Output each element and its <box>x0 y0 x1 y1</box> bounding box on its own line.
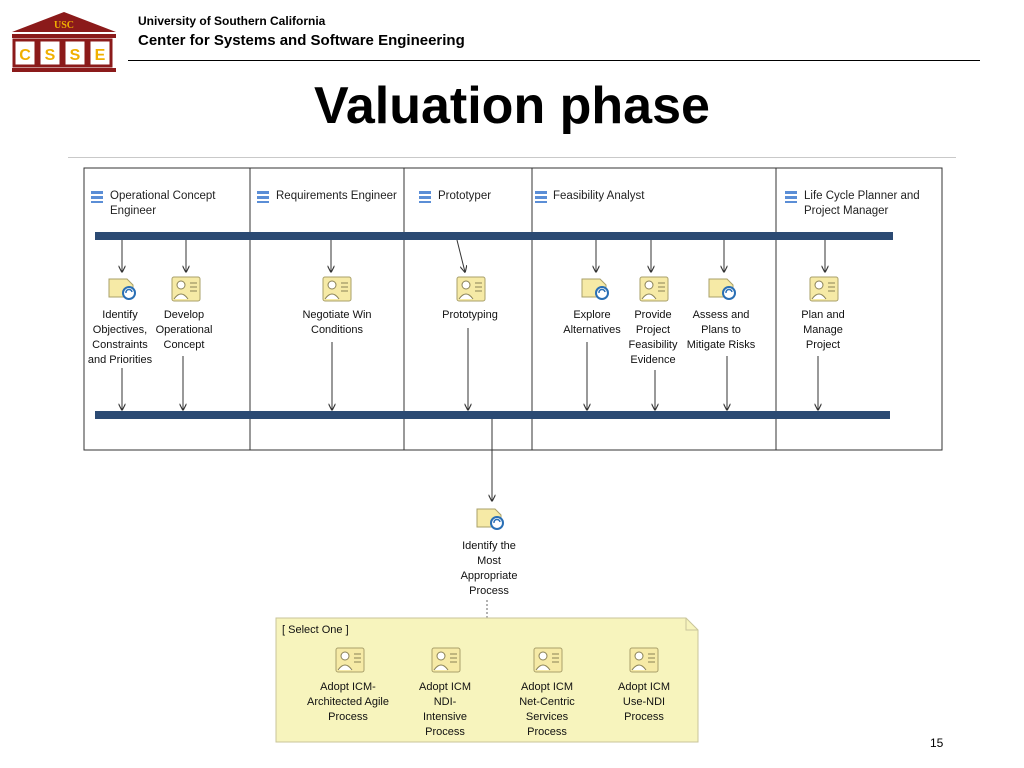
lane-header: Feasibility Analyst <box>534 189 734 204</box>
lane-label: Life Cycle Planner and Project Manager <box>804 190 920 217</box>
slide-title: Valuation phase <box>314 77 710 135</box>
task-icon <box>809 276 839 302</box>
task-icon <box>639 276 669 302</box>
lane-header: Life Cycle Planner and Project Manager <box>784 189 934 219</box>
activity-label: Develop Operational Concept <box>155 309 213 351</box>
select-one-label: [ Select One ] <box>282 624 349 636</box>
role-icon <box>535 191 547 203</box>
activity-label: Explore Alternatives <box>563 309 621 336</box>
header-divider <box>128 60 980 61</box>
process-icon <box>476 508 504 530</box>
csse-logo: USC C S S E <box>8 10 120 74</box>
figure-top-rule <box>68 157 956 158</box>
task-icon <box>322 276 352 302</box>
lane-label: Prototyper <box>438 190 492 202</box>
logo-letter: S <box>45 47 56 64</box>
activity-label: Identify Objectives, Constraints and Pri… <box>87 309 153 366</box>
lane-header: Requirements Engineer <box>256 189 398 204</box>
option-label: Adopt ICM Use-NDI Process <box>618 681 670 723</box>
fork-bar <box>95 232 893 240</box>
lane-label: Operational Concept Engineer <box>110 190 216 217</box>
option-label: Adopt ICM Net-Centric Services Process <box>519 681 575 738</box>
lane-header: Operational Concept Engineer <box>90 189 248 219</box>
task-icon <box>171 276 201 302</box>
option-label: Adopt ICM-Architected Agile Process <box>307 681 389 723</box>
role-icon <box>419 191 431 203</box>
select-one-note <box>275 617 699 743</box>
activity-label: Negotiate Win Conditions <box>302 309 372 336</box>
decision-label: Identify the Most Appropriate Process <box>460 540 518 597</box>
process-icon <box>708 278 736 300</box>
task-icon <box>456 276 486 302</box>
task-icon <box>533 647 563 673</box>
process-icon <box>108 278 136 300</box>
role-icon <box>91 191 103 203</box>
page-number: 15 <box>930 736 944 750</box>
center-name: Center for Systems and Software Engineer… <box>138 32 465 49</box>
option-label: Adopt ICM NDI-Intensive Process <box>419 681 471 738</box>
join-bar <box>95 411 890 419</box>
swimlane-frame <box>83 167 943 451</box>
process-icon <box>581 278 609 300</box>
role-icon <box>785 191 797 203</box>
logo-letter: S <box>70 47 81 64</box>
lane-label: Requirements Engineer <box>276 190 397 202</box>
lane-label: Feasibility Analyst <box>553 190 645 202</box>
role-icon <box>257 191 269 203</box>
activity-label: Assess and Plans to Mitigate Risks <box>686 309 756 351</box>
task-icon <box>335 647 365 673</box>
activity-label: Provide Project Feasibility Evidence <box>628 309 678 366</box>
lane-header: Prototyper <box>418 189 528 204</box>
activity-label: Plan and Manage Project <box>801 309 845 351</box>
activity-label: Prototyping <box>442 309 498 321</box>
logo-usc-text: USC <box>54 20 74 31</box>
task-icon <box>431 647 461 673</box>
flow-arrow <box>456 239 465 272</box>
logo-letter: C <box>19 47 31 64</box>
task-icon <box>629 647 659 673</box>
university-name: University of Southern California <box>138 14 326 28</box>
logo-letter: E <box>95 47 106 64</box>
